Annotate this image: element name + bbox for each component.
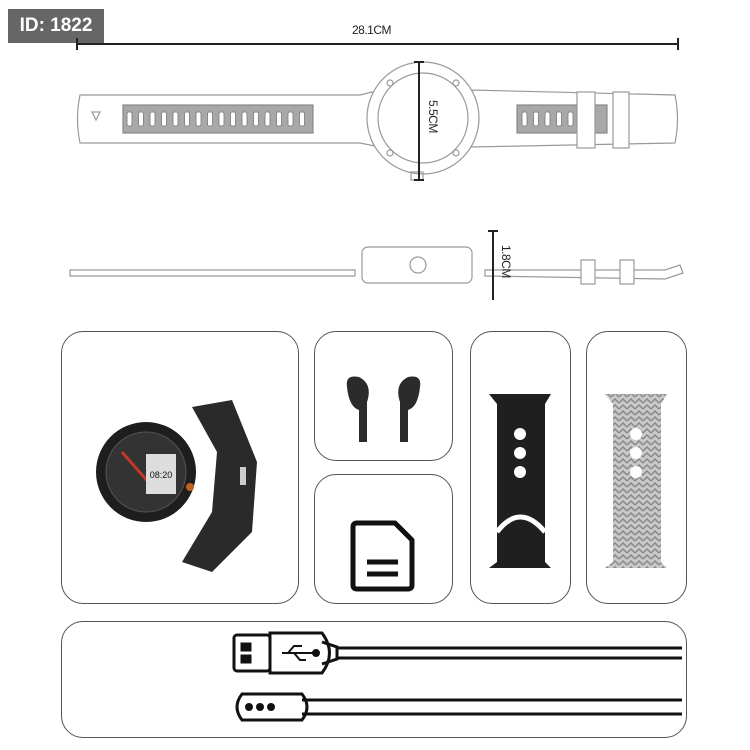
length-label: 28.1CM	[352, 23, 392, 37]
earbuds-icon	[346, 376, 421, 442]
thickness-measure-line	[488, 230, 498, 300]
strap-hole	[521, 111, 528, 127]
strap-hole	[264, 111, 271, 127]
watch-face-time: 08:20	[150, 470, 173, 480]
strap-hole	[207, 111, 213, 127]
strap-hole	[126, 111, 133, 127]
charging-cable-image	[232, 631, 682, 722]
strap-hole	[556, 111, 562, 127]
id-tag: ID: 1822	[8, 9, 104, 43]
document-icon	[350, 520, 415, 592]
strap-hole	[230, 111, 236, 127]
watch-side-view	[69, 246, 684, 285]
strap-hole	[149, 111, 156, 127]
card-silicone-strap	[470, 331, 571, 604]
card-charging-cable	[61, 621, 687, 738]
card-manual	[314, 474, 453, 604]
strap-hole	[567, 111, 574, 127]
usb-symbol-icon	[282, 645, 320, 661]
strap-hole	[161, 111, 167, 127]
thickness-label: 1.8CM	[499, 245, 513, 278]
woven-strap-image	[605, 394, 667, 568]
strap-hole	[138, 111, 144, 127]
strap-hole	[241, 111, 248, 127]
length-measure-line	[76, 38, 679, 50]
strap-hole	[544, 111, 551, 127]
diameter-measure-line	[414, 61, 424, 181]
strap-hole	[184, 111, 190, 127]
strap-hole	[253, 111, 259, 127]
strap-holes	[126, 111, 574, 127]
strap-hole	[172, 111, 179, 127]
card-earbuds	[314, 331, 453, 461]
card-smartwatch: 08:20	[61, 331, 299, 604]
strap-hole	[218, 111, 225, 127]
strap-hole	[276, 111, 282, 127]
diameter-label: 5.5CM	[426, 100, 440, 133]
strap-hole	[299, 111, 305, 127]
smartwatch-image: 08:20	[96, 400, 257, 572]
silicone-strap-image	[489, 394, 551, 568]
watch-top-view	[76, 61, 679, 181]
dimension-drawings	[69, 38, 684, 300]
card-woven-strap	[586, 331, 687, 604]
strap-hole	[533, 111, 539, 127]
strap-hole	[287, 111, 294, 127]
strap-hole	[195, 111, 202, 127]
